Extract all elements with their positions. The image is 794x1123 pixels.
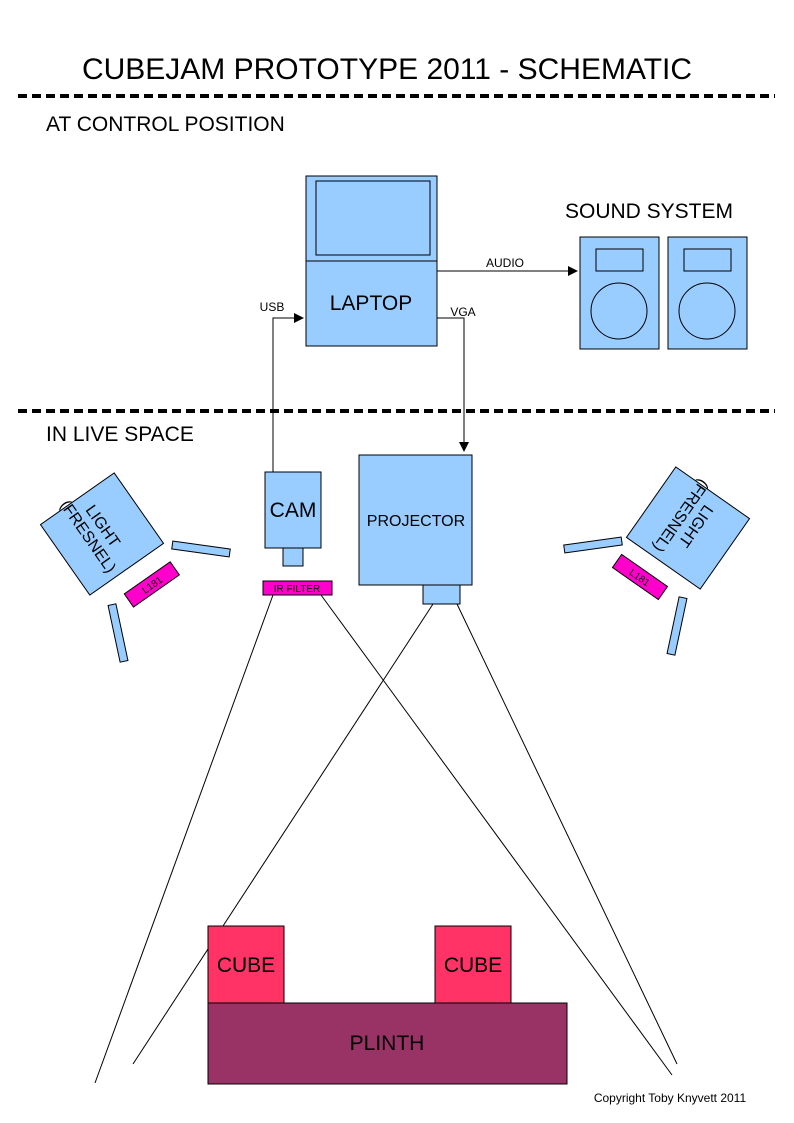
speaker-woofer xyxy=(590,282,648,340)
cube-right-label: CUBE xyxy=(444,954,502,977)
laptop: LAPTOP xyxy=(305,175,438,347)
audio-label: AUDIO xyxy=(486,256,524,270)
cube-left-label: CUBE xyxy=(217,954,275,977)
camera: CAM IR FILTER xyxy=(262,471,333,596)
laptop-base xyxy=(305,260,438,347)
page-title: CUBEJAM PROTOTYPE 2011 - SCHEMATIC xyxy=(82,53,692,86)
camera-lens xyxy=(282,547,304,567)
cube-right: CUBE xyxy=(434,925,512,1004)
laptop-label: LAPTOP xyxy=(330,292,412,315)
cube-left: CUBE xyxy=(207,925,285,1004)
light-left-barndoor-top xyxy=(171,540,231,558)
sound-system-label: SOUND SYSTEM xyxy=(565,200,733,223)
laptop-screen xyxy=(315,180,431,256)
speaker-woofer xyxy=(678,282,736,340)
section-control-label: AT CONTROL POSITION xyxy=(46,113,285,136)
speaker-tweeter xyxy=(683,248,732,272)
section-live-label: IN LIVE SPACE xyxy=(46,423,194,446)
light-right-barndoor-top xyxy=(563,536,623,554)
light-left-barndoor-bottom xyxy=(107,603,129,663)
copyright-text: Copyright Toby Knyvett 2011 xyxy=(594,1091,747,1105)
light-left: LIGHT (FRESNEL) L181 xyxy=(39,472,231,663)
usb-arrow xyxy=(272,313,304,472)
camera-view-line-right xyxy=(320,594,673,1076)
light-body xyxy=(625,466,751,590)
ir-filter-label: IR FILTER xyxy=(274,584,320,595)
light-right: LIGHT (FRESNEL) L181 xyxy=(563,466,751,656)
light-body xyxy=(39,472,165,596)
speaker-tweeter xyxy=(595,248,644,272)
projector-lens xyxy=(422,584,461,605)
light-right-gel xyxy=(611,553,669,601)
vga-arrow xyxy=(437,317,469,452)
camera-label: CAM xyxy=(270,499,317,522)
plinth: PLINTH xyxy=(207,1002,568,1085)
ir-filter xyxy=(262,580,333,596)
vga-label: VGA xyxy=(450,305,475,319)
projector-label: PROJECTOR xyxy=(367,513,465,530)
projector-body xyxy=(358,454,473,586)
projector-beam-left xyxy=(132,603,434,1065)
plinth-label: PLINTH xyxy=(350,1032,425,1055)
light-right-barndoor-bottom xyxy=(666,596,688,656)
light-left-gel xyxy=(123,561,181,608)
projector: PROJECTOR xyxy=(358,454,473,605)
projector-beam-right xyxy=(456,603,678,1065)
speaker-left xyxy=(579,236,660,350)
camera-view-line-left xyxy=(94,594,274,1084)
usb-label: USB xyxy=(260,300,285,314)
speaker-right xyxy=(667,236,748,350)
